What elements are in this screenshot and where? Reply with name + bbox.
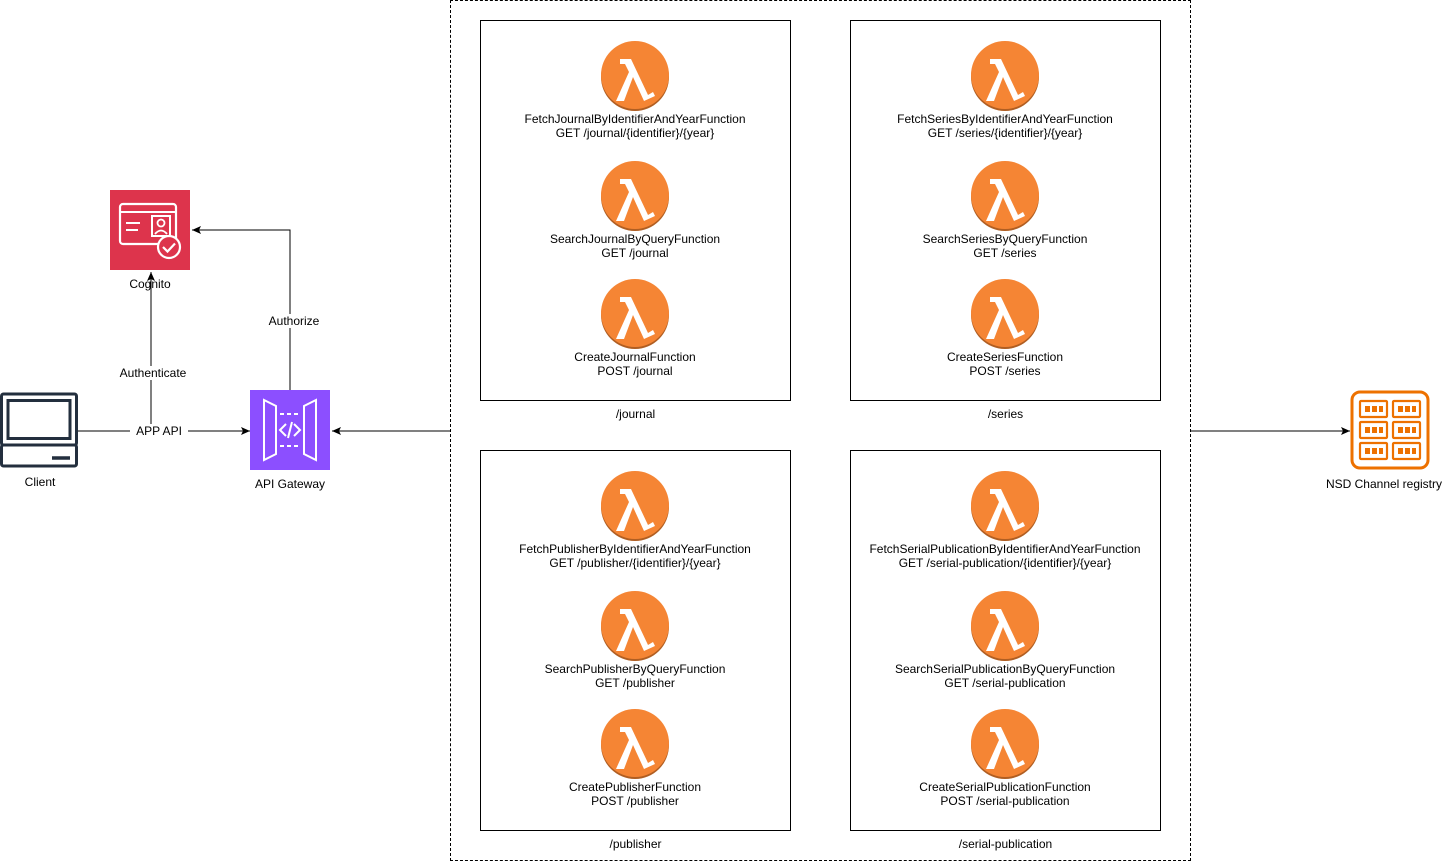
- function-name: CreateSeriesFunction: [946, 350, 1064, 364]
- lambda-function-serial-publication-1[interactable]: FetchSerialPublicationByIdentifierAndYea…: [855, 470, 1155, 570]
- lambda-icon: [971, 41, 1039, 111]
- lambda-function-publisher-3[interactable]: CreatePublisherFunction POST /publisher: [485, 708, 785, 808]
- lambda-icon: [971, 279, 1039, 349]
- lambda-icon: [971, 709, 1039, 779]
- lambda-icon: [601, 161, 669, 231]
- lambda-function-series-1[interactable]: FetchSeriesByIdentifierAndYearFunction G…: [855, 40, 1155, 140]
- lambda-function-series-3[interactable]: CreateSeriesFunction POST /series: [855, 278, 1155, 378]
- lambda-icon: [971, 591, 1039, 661]
- registry-node[interactable]: [1350, 390, 1430, 470]
- function-name: FetchPublisherByIdentifierAndYearFunctio…: [519, 542, 751, 556]
- server-rack-icon: [1350, 390, 1430, 470]
- lambda-icon: [601, 41, 669, 111]
- function-route: GET /serial-publication/{identifier}/{ye…: [898, 556, 1112, 570]
- function-name: FetchJournalByIdentifierAndYearFunction: [524, 112, 746, 126]
- lambda-icon: [601, 591, 669, 661]
- api-gateway-icon: [250, 390, 330, 470]
- authenticate-edge-label: Authenticate: [116, 366, 190, 380]
- function-name: SearchJournalByQueryFunction: [549, 232, 721, 246]
- cognito-identity-card-icon: [110, 190, 190, 270]
- function-route: POST /publisher: [591, 794, 679, 808]
- cognito-node[interactable]: [110, 190, 190, 270]
- function-name: FetchSeriesByIdentifierAndYearFunction: [897, 112, 1113, 126]
- function-route: GET /series: [973, 246, 1037, 260]
- gateway-to-cognito-edge: [192, 226, 291, 390]
- function-name: SearchPublisherByQueryFunction: [544, 662, 726, 676]
- lambda-function-serial-publication-2[interactable]: SearchSerialPublicationByQueryFunction G…: [855, 590, 1155, 690]
- function-route: GET /journal/{identifier}/{year}: [555, 126, 715, 140]
- function-route: POST /serial-publication: [940, 794, 1070, 808]
- function-route: GET /publisher/{identifier}/{year}: [549, 556, 721, 570]
- api-gateway-label: API Gateway: [254, 477, 326, 491]
- lambda-icon: [971, 471, 1039, 541]
- lambda-icon: [601, 279, 669, 349]
- function-route: GET /series/{identifier}/{year}: [927, 126, 1083, 140]
- lambda-function-serial-publication-3[interactable]: CreateSerialPublicationFunction POST /se…: [855, 708, 1155, 808]
- lambda-icon: [601, 471, 669, 541]
- serial-publication-group-label: /serial-publication: [958, 837, 1053, 851]
- series-group-label: /series: [987, 407, 1024, 421]
- function-name: CreateJournalFunction: [574, 350, 696, 364]
- publisher-group-label: /publisher: [609, 837, 662, 851]
- api-gateway-node[interactable]: [250, 390, 330, 470]
- lambda-function-journal-1[interactable]: FetchJournalByIdentifierAndYearFunction …: [485, 40, 785, 140]
- function-route: POST /series: [969, 364, 1041, 378]
- desktop-monitor-icon: [0, 392, 78, 468]
- function-name: CreateSerialPublicationFunction: [919, 780, 1091, 794]
- journal-group-label: /journal: [615, 407, 656, 421]
- lambda-function-series-2[interactable]: SearchSeriesByQueryFunction GET /series: [855, 160, 1155, 260]
- function-name: FetchSerialPublicationByIdentifierAndYea…: [869, 542, 1141, 556]
- lambda-function-journal-2[interactable]: SearchJournalByQueryFunction GET /journa…: [485, 160, 785, 260]
- cognito-label: Cognito: [129, 277, 171, 291]
- client-node[interactable]: [0, 392, 80, 470]
- lambda-function-publisher-2[interactable]: SearchPublisherByQueryFunction GET /publ…: [485, 590, 785, 690]
- lambda-icon: [971, 161, 1039, 231]
- function-route: GET /serial-publication: [944, 676, 1066, 690]
- function-name: SearchSerialPublicationByQueryFunction: [894, 662, 1116, 676]
- lambda-function-journal-3[interactable]: CreateJournalFunction POST /journal: [485, 278, 785, 378]
- app-api-edge-label: APP API: [130, 424, 188, 438]
- lambda-function-publisher-1[interactable]: FetchPublisherByIdentifierAndYearFunctio…: [485, 470, 785, 570]
- registry-label: NSD Channel registry: [1325, 477, 1443, 491]
- function-name: SearchSeriesByQueryFunction: [922, 232, 1088, 246]
- function-route: GET /publisher: [595, 676, 675, 690]
- lambda-icon: [601, 709, 669, 779]
- function-route: POST /journal: [597, 364, 673, 378]
- function-route: GET /journal: [601, 246, 669, 260]
- authorize-edge-label: Authorize: [264, 314, 324, 328]
- function-name: CreatePublisherFunction: [568, 780, 702, 794]
- client-label: Client: [24, 475, 56, 489]
